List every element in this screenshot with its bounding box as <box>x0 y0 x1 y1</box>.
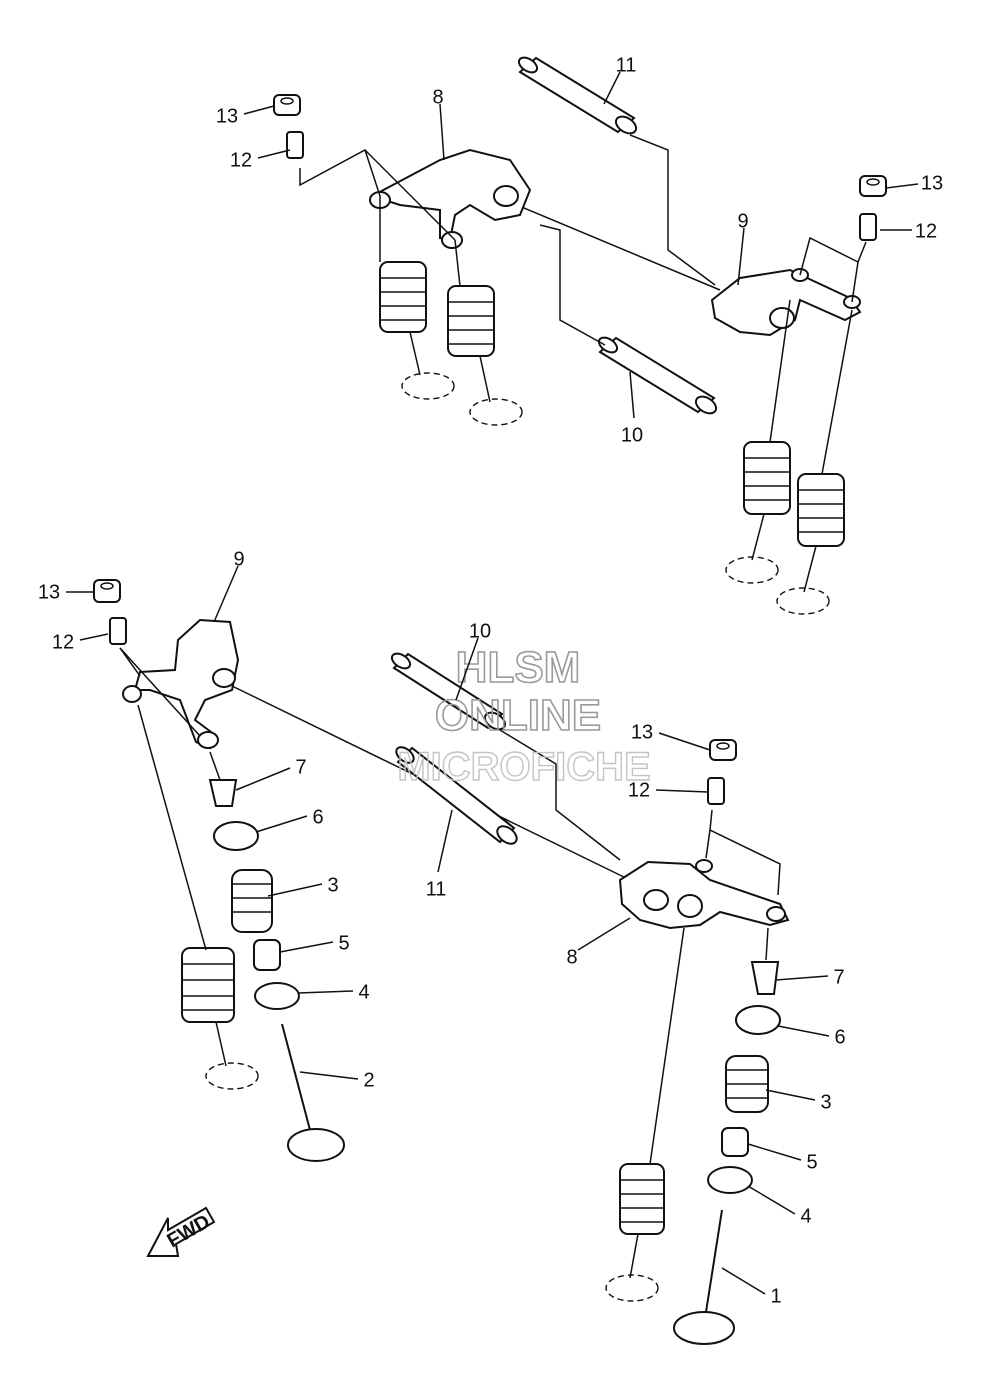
watermark-line3: MICROFICHE <box>397 745 650 789</box>
rocker-shaft-upper-11 <box>517 56 638 135</box>
valve-2-head <box>287 1128 345 1162</box>
rocker-shaft-lower-11 <box>395 746 518 845</box>
rocker-shaft-lower-10 <box>390 652 507 731</box>
callout-6: 6 <box>834 1026 845 1048</box>
rocker-arm-lower-9 <box>122 618 240 750</box>
callout-3: 3 <box>820 1091 831 1113</box>
callout-8: 8 <box>432 86 443 108</box>
callout-13: 13 <box>921 172 943 194</box>
callout-10: 10 <box>469 620 491 642</box>
watermark: HLSM ONLINE MICROFICHE <box>397 642 652 790</box>
valve-1-head <box>673 1311 735 1345</box>
callout-7: 7 <box>833 966 844 988</box>
guide-spring-left <box>181 947 235 1023</box>
callout-10: 10 <box>621 424 643 446</box>
callout-5: 5 <box>338 932 349 954</box>
callout-4: 4 <box>800 1205 811 1227</box>
callout-3: 3 <box>327 874 338 896</box>
callout-9: 9 <box>233 548 244 570</box>
seat-4-right <box>707 1166 753 1194</box>
callout-12: 12 <box>915 220 937 242</box>
watermark-line1: HLSM <box>456 643 581 692</box>
watermark-line2: ONLINE <box>435 691 601 740</box>
spring-3-left <box>231 869 273 933</box>
guide-spring-right <box>619 1163 665 1235</box>
callout-6: 6 <box>312 806 323 828</box>
callout-1: 1 <box>770 1285 781 1307</box>
lower-assembly <box>93 579 790 1345</box>
retainer-6-left <box>213 821 259 851</box>
seal-5-right <box>721 1127 749 1157</box>
rocker-shaft-upper-10 <box>597 336 718 415</box>
callout-11: 11 <box>616 54 637 76</box>
callout-13: 13 <box>38 581 60 603</box>
seat-4-left <box>254 982 300 1010</box>
rocker-arm-lower-8 <box>618 859 790 930</box>
fwd-arrow: FWD <box>146 1206 216 1257</box>
callout-9: 9 <box>737 210 748 232</box>
callout-12: 12 <box>52 631 74 653</box>
fwd-label: FWD <box>164 1211 214 1253</box>
adjuster-nut-screw-lower <box>93 579 737 805</box>
upper-assembly <box>273 56 887 615</box>
valve-2-stem <box>281 1023 311 1131</box>
adjuster-nut-screw-upper <box>273 94 887 241</box>
callout-11: 11 <box>426 878 447 900</box>
callout-8: 8 <box>566 946 577 968</box>
callout-12: 12 <box>628 779 650 801</box>
rocker-arm-upper-8 <box>369 148 532 249</box>
valve-train-lower-left <box>181 779 345 1162</box>
callout-4: 4 <box>358 981 369 1003</box>
callout-2: 2 <box>363 1069 374 1091</box>
callout-12: 12 <box>230 149 252 171</box>
collet-7-right <box>750 961 780 995</box>
callout-7: 7 <box>295 756 306 778</box>
valve-train-lower-right <box>605 961 781 1345</box>
callout-13: 13 <box>216 105 238 127</box>
callout-13: 13 <box>631 721 653 743</box>
valve-1-stem <box>705 1209 723 1313</box>
callout-5: 5 <box>806 1151 817 1173</box>
collet-7-left <box>208 779 238 807</box>
seal-5-left <box>253 939 281 971</box>
callout-leaders <box>66 71 919 1295</box>
valve-spring-set-upper-right <box>725 441 845 615</box>
valve-spring-set-upper-left <box>379 261 523 426</box>
retainer-6-right <box>735 1005 781 1035</box>
